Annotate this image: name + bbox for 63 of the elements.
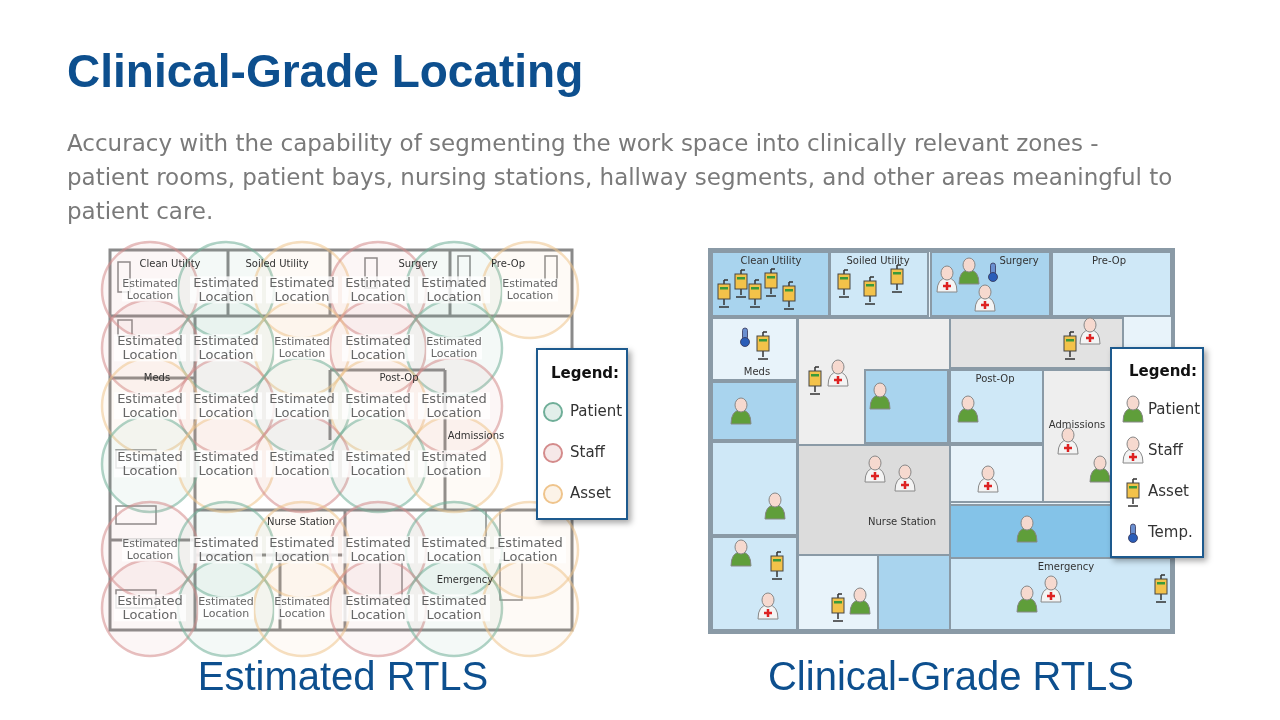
panel-caption: Clinical-Grade RTLS xyxy=(767,654,1135,699)
location-estimate-label: Estimated Location xyxy=(198,596,254,620)
location-estimate-label: Estimated Location xyxy=(418,536,490,564)
room-label: Admissions xyxy=(447,429,505,441)
room-label: Soiled Utility xyxy=(846,254,910,266)
location-estimate-label: Estimated Location xyxy=(122,278,178,302)
location-estimate-label: Estimated Location xyxy=(418,594,490,622)
location-estimate-label: Estimated Location xyxy=(266,392,338,420)
room-label: Emergency xyxy=(436,573,494,585)
location-estimate-label: Estimated Location xyxy=(426,336,482,360)
legend-label: Temp. xyxy=(1148,523,1193,541)
location-estimate-label: Estimated Location xyxy=(342,450,414,478)
room-label: Nurse Station xyxy=(868,515,936,527)
location-estimate-label: Estimated Location xyxy=(342,334,414,362)
room-label: Emergency xyxy=(1037,560,1095,572)
location-estimate-label: Estimated Location xyxy=(114,392,186,420)
location-estimate-label: Estimated Location xyxy=(190,450,262,478)
location-estimate-label: Estimated Location xyxy=(418,392,490,420)
location-estimate-label: Estimated Location xyxy=(190,536,262,564)
location-estimate-label: Estimated Location xyxy=(342,594,414,622)
location-estimate-label: Estimated Location xyxy=(114,334,186,362)
room-label: Clean Utility xyxy=(740,254,802,266)
location-estimate-label: Estimated Location xyxy=(502,278,558,302)
slide-title: Clinical-Grade Locating xyxy=(67,44,584,98)
room-label: Admissions xyxy=(1048,418,1106,430)
location-estimate-label: Estimated Location xyxy=(190,276,262,304)
location-estimate-label: Estimated Location xyxy=(190,334,262,362)
legend-label: Staff xyxy=(570,443,605,461)
location-estimate-label: Estimated Location xyxy=(114,450,186,478)
room-label: Meds xyxy=(743,365,771,377)
location-estimate-label: Estimated Location xyxy=(494,536,566,564)
room-label: Soiled Utility xyxy=(245,257,309,269)
room-label: Nurse Station xyxy=(267,515,335,527)
room-label: Meds xyxy=(143,371,171,383)
location-estimate-label: Estimated Location xyxy=(266,450,338,478)
room-label: Post-Op xyxy=(975,372,1015,384)
location-estimate-label: Estimated Location xyxy=(342,392,414,420)
location-estimate-label: Estimated Location xyxy=(266,276,338,304)
legend-label: Patient xyxy=(1148,400,1201,418)
legend-label: Patient xyxy=(570,402,623,420)
location-estimate-label: Estimated Location xyxy=(342,276,414,304)
location-estimate-label: Estimated Location xyxy=(274,336,330,360)
room-label: Surgery xyxy=(398,257,438,269)
legend-label: Asset xyxy=(570,484,611,502)
room-label: Surgery xyxy=(999,254,1039,266)
location-estimate-label: Estimated Location xyxy=(266,536,338,564)
location-estimate-label: Estimated Location xyxy=(190,392,262,420)
legend-label: Asset xyxy=(1148,482,1189,500)
room-label: Post-Op xyxy=(379,371,419,383)
location-estimate-label: Estimated Location xyxy=(418,276,490,304)
room-label: Clean Utility xyxy=(139,257,201,269)
legend-heading: Legend: xyxy=(551,364,620,382)
intro-paragraph: Accuracy with the capability of segmenting the work space into clinically relevant zones - patient rooms, patient bays, nursing stations, hallway segments, and other areas meaningful to patient care. xyxy=(67,129,1174,226)
location-estimate-label: Estimated Location xyxy=(274,596,330,620)
legend-label: Staff xyxy=(1148,441,1183,459)
location-estimate-label: Estimated Location xyxy=(342,536,414,564)
room-label: Pre-Op xyxy=(491,257,525,269)
room-label: Pre-Op xyxy=(1092,254,1126,266)
panel-caption: Estimated RTLS xyxy=(197,654,489,699)
legend-heading: Legend: xyxy=(1129,362,1198,380)
location-estimate-label: Estimated Location xyxy=(114,594,186,622)
location-estimate-label: Estimated Location xyxy=(122,538,178,562)
location-estimate-label: Estimated Location xyxy=(418,450,490,478)
